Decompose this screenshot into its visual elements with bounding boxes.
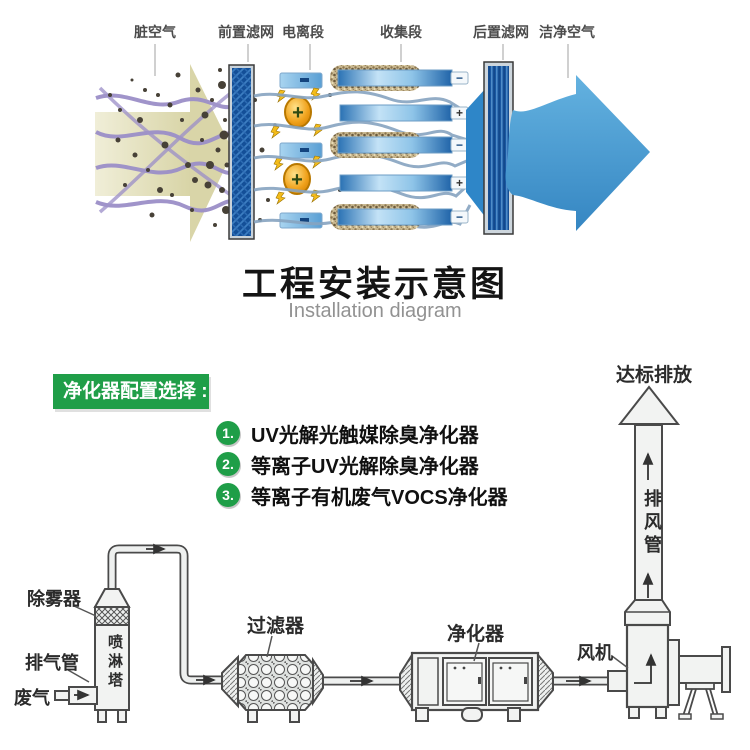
label-waste-gas: 废气 [14, 688, 50, 708]
config-option-1: 1. UV光解光触媒除臭净化器 [216, 420, 479, 447]
spark-icons [270, 87, 323, 205]
config-option-3: 3. 等离子有机废气VOCS净化器 [216, 482, 508, 509]
plate-polarity-tags: − + − + − [450, 71, 469, 224]
label-filter: 过滤器 [247, 616, 305, 637]
label-emission: 达标排放 [616, 365, 693, 386]
stage-label-collection: 收集段 [380, 24, 422, 40]
purifier-shape [399, 651, 554, 722]
minus-sign: − [456, 210, 463, 224]
flow-arrows [74, 452, 657, 701]
minus-sign: − [456, 138, 463, 152]
page-subtitle: Installation diagram [288, 300, 462, 322]
label-exhaust-duct: 排风管 [642, 489, 662, 558]
label-fan: 风机 [577, 643, 613, 663]
stage-label-dirty-air: 脏空气 [134, 24, 176, 40]
option-number-badge: 2. [216, 452, 240, 476]
collection-plates: − + − + − [330, 65, 469, 230]
config-title-badge: 净化器配置选择 : [53, 374, 209, 409]
tower-to-filter-pipe [107, 544, 222, 685]
minus-sign: − [456, 71, 463, 85]
option-label: 等离子UV光解除臭净化器 [251, 455, 479, 478]
config-option-2: 2. 等离子UV光解除臭净化器 [216, 451, 479, 478]
stage-label-clean-air: 洁净空气 [539, 24, 595, 40]
plus-sign: + [456, 106, 463, 120]
dirty-air-streaks [95, 86, 239, 214]
label-exhaust-pipe: 排气管 [25, 653, 79, 673]
stage-label-post-filter: 后置滤网 [473, 24, 529, 40]
bottom-schematic [54, 385, 731, 723]
option-number-badge: 1. [216, 421, 240, 445]
stage-leader-lines [154, 44, 569, 78]
plus-sign: + [456, 176, 463, 190]
pre-filter-panel [228, 64, 255, 240]
converging-flow-wedge [466, 88, 486, 218]
label-pointer-lines [67, 605, 629, 683]
post-filter-panel [483, 61, 514, 235]
dirty-air-arrow [95, 64, 233, 242]
clean-air-arrow [505, 75, 650, 231]
ion-plus-sign: + [291, 169, 303, 191]
label-spray-tower: 喷淋塔 [106, 634, 123, 691]
fan-stack-shape [607, 385, 731, 720]
fan-stand-legs [682, 688, 719, 717]
label-purifier: 净化器 [447, 624, 505, 645]
ion-plus-sign: + [292, 102, 304, 124]
stage-label-pre-filter: 前置滤网 [218, 24, 274, 40]
spray-tower-shape [93, 588, 131, 723]
page-title: 工程安装示意图 [241, 265, 509, 304]
label-demister: 除雾器 [27, 589, 81, 609]
option-label: UV光解光触媒除臭净化器 [251, 424, 479, 447]
option-label: 等离子有机废气VOCS净化器 [251, 486, 508, 509]
stage-label-ionization: 电离段 [282, 24, 324, 40]
option-number-badge: 3. [216, 483, 240, 507]
filter-shape [221, 654, 324, 723]
